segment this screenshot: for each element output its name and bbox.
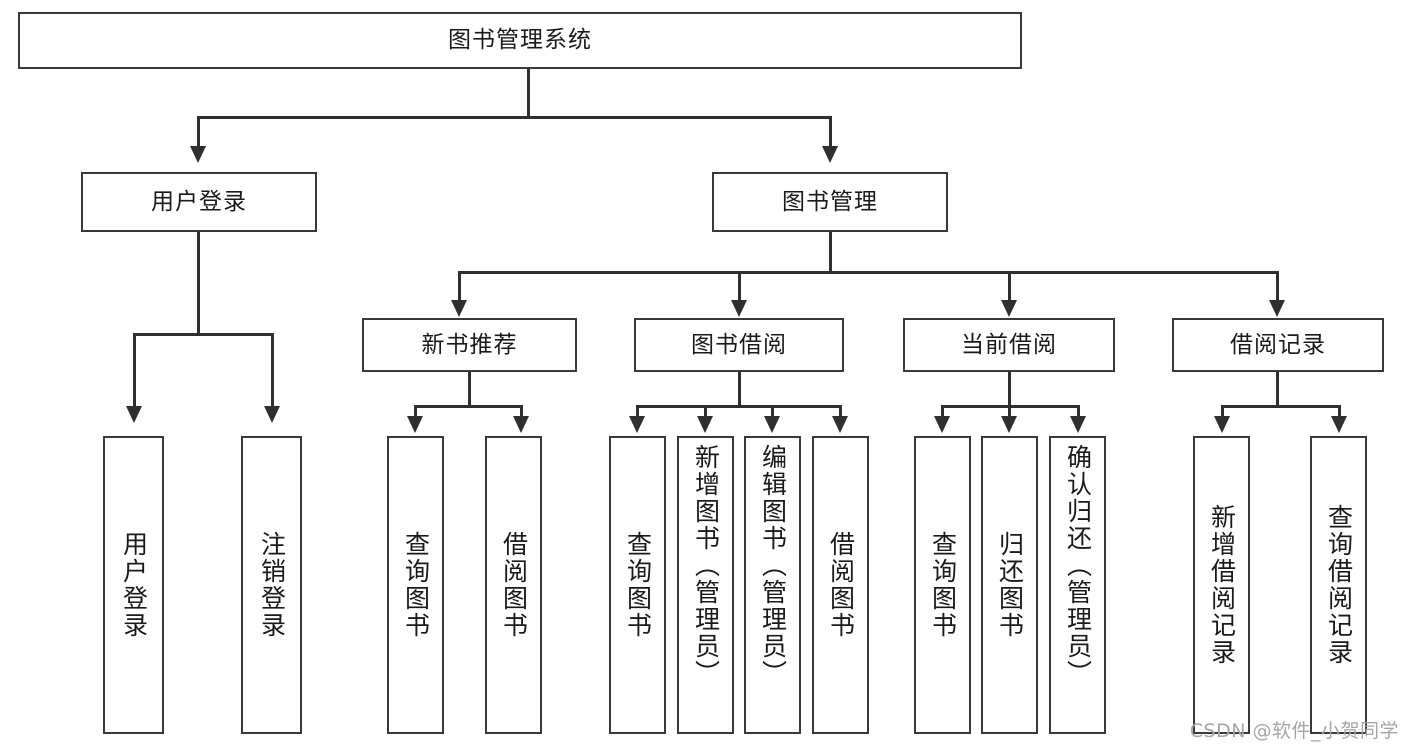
connector-user-login-stem [197, 232, 200, 335]
connector-root-drop-right [829, 116, 832, 147]
node-label: 新书推荐 [421, 331, 518, 358]
node-label: 当前借阅 [961, 331, 1057, 358]
leaf-cb-query-book[interactable]: 查询图书 [914, 436, 971, 734]
arrow-bb-child-2 [697, 416, 713, 433]
node-label: 图书借阅 [691, 331, 787, 358]
connector-bm-drop-2 [738, 271, 741, 301]
connector-bb-bus [636, 405, 842, 408]
connector-bb-drop-2 [704, 405, 707, 417]
node-label: 新增借阅记录 [1207, 504, 1237, 666]
arrow-br-child-2 [1331, 416, 1347, 433]
leaf-br-add-record[interactable]: 新增借阅记录 [1193, 436, 1250, 734]
arrow-br-child-1 [1214, 416, 1230, 433]
node-label: 查询借阅记录 [1324, 504, 1354, 666]
leaf-logout[interactable]: 注销登录 [241, 436, 302, 734]
arrow-cb-child-3 [1070, 416, 1086, 433]
arrow-to-user-login-leaf [126, 406, 142, 423]
connector-root-stem [527, 69, 530, 118]
connector-bb-drop-3 [771, 405, 774, 417]
leaf-cb-confirm-return-admin[interactable]: 确认归还（管理员） [1049, 436, 1106, 734]
connector-bm-drop-4 [1276, 271, 1279, 301]
node-root-book-management-system[interactable]: 图书管理系统 [18, 12, 1022, 69]
node-label: 借阅图书 [826, 531, 856, 639]
arrow-cb-child-1 [934, 416, 950, 433]
connector-bb-drop-4 [839, 405, 842, 417]
connector-nbr-drop-2 [520, 405, 523, 417]
connector-book-management-stem [829, 232, 832, 273]
leaf-bb-query-book[interactable]: 查询图书 [609, 436, 666, 734]
connector-user-login-bus [133, 333, 274, 336]
node-label: 新增图书（管理员） [691, 444, 721, 687]
arrow-bb-child-1 [629, 416, 645, 433]
node-label: 注销登录 [257, 531, 287, 639]
node-label: 用户登录 [151, 188, 247, 215]
connector-nbr-stem [468, 372, 471, 408]
connector-book-management-bus [458, 271, 1279, 274]
node-book-management[interactable]: 图书管理 [712, 172, 948, 232]
node-label: 查询图书 [401, 531, 431, 639]
arrow-to-borrow-record [1269, 300, 1285, 317]
arrow-nbr-child-1 [407, 416, 423, 433]
connector-bm-drop-3 [1008, 271, 1011, 301]
node-current-borrow[interactable]: 当前借阅 [903, 318, 1115, 372]
arrow-to-current-borrow [1001, 300, 1017, 317]
node-label: 借阅图书 [499, 531, 529, 639]
connector-cb-stem [1008, 372, 1011, 408]
connector-user-login-drop-2 [271, 333, 274, 407]
connector-root-drop-left [197, 116, 200, 147]
connector-br-bus [1221, 405, 1341, 408]
node-label: 用户登录 [119, 531, 149, 639]
node-new-book-recommend[interactable]: 新书推荐 [362, 318, 577, 372]
leaf-nbr-borrow-book[interactable]: 借阅图书 [485, 436, 542, 734]
node-book-borrow[interactable]: 图书借阅 [634, 318, 844, 372]
node-label: 编辑图书（管理员） [758, 444, 788, 687]
node-user-login[interactable]: 用户登录 [81, 172, 317, 232]
node-label: 查询图书 [623, 531, 653, 639]
arrow-to-user-login [190, 146, 206, 163]
arrow-to-book-borrow [731, 300, 747, 317]
connector-br-drop-2 [1338, 405, 1341, 417]
leaf-cb-return-book[interactable]: 归还图书 [981, 436, 1038, 734]
connector-bb-stem [738, 372, 741, 408]
node-label: 查询图书 [928, 531, 958, 639]
node-label: 图书管理系统 [448, 27, 592, 53]
node-borrow-record[interactable]: 借阅记录 [1172, 318, 1384, 372]
connector-cb-drop-1 [941, 405, 944, 417]
arrow-bb-child-3 [764, 416, 780, 433]
arrow-to-logout-leaf [264, 406, 280, 423]
connector-bb-drop-1 [636, 405, 639, 417]
arrow-bb-child-4 [832, 416, 848, 433]
connector-nbr-drop-1 [414, 405, 417, 417]
arrow-to-book-management [822, 146, 838, 163]
connector-br-drop-1 [1221, 405, 1224, 417]
leaf-bb-add-book-admin[interactable]: 新增图书（管理员） [677, 436, 734, 734]
connector-root-bus [197, 116, 832, 119]
node-label: 图书管理 [782, 188, 878, 215]
leaf-br-query-record[interactable]: 查询借阅记录 [1310, 436, 1367, 734]
watermark-text: CSDN @软件_小贺同学 [1189, 720, 1399, 742]
arrow-to-new-book-recommend [451, 300, 467, 317]
node-label: 确认归还（管理员） [1063, 444, 1093, 687]
leaf-bb-borrow-book[interactable]: 借阅图书 [812, 436, 869, 734]
connector-user-login-drop-1 [133, 333, 136, 407]
leaf-user-login[interactable]: 用户登录 [103, 436, 164, 734]
leaf-nbr-query-book[interactable]: 查询图书 [387, 436, 444, 734]
connector-cb-drop-3 [1077, 405, 1080, 417]
connector-cb-drop-2 [1008, 405, 1011, 417]
arrow-cb-child-2 [1001, 416, 1017, 433]
leaf-bb-edit-book-admin[interactable]: 编辑图书（管理员） [744, 436, 801, 734]
arrow-nbr-child-2 [513, 416, 529, 433]
node-label: 归还图书 [995, 531, 1025, 639]
connector-nbr-bus [414, 405, 523, 408]
node-label: 借阅记录 [1230, 331, 1326, 358]
connector-bm-drop-1 [458, 271, 461, 301]
connector-br-stem [1276, 372, 1279, 408]
